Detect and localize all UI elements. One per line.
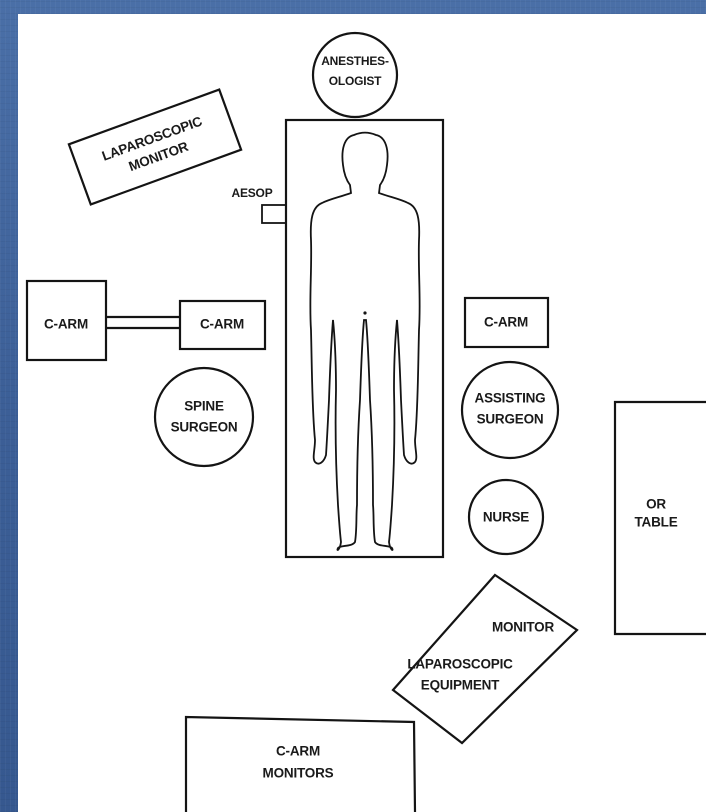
assisting-surgeon-label-2: SURGEON	[477, 412, 544, 427]
diagram-paper	[18, 14, 706, 812]
or-table-box	[613, 400, 706, 636]
spine-surgeon-label-2: SURGEON	[171, 420, 238, 435]
or-table-label-2: TABLE	[635, 515, 678, 530]
anesthesiologist-label-1: ANESTHES-	[321, 54, 389, 68]
c-arm-right-box	[463, 296, 550, 349]
laparoscopic-equipment-label-1: LAPAROSCOPIC	[407, 657, 513, 672]
monitor-label: MONITOR	[492, 620, 555, 635]
or-table: OR TABLE	[613, 400, 706, 636]
laparoscopic-equipment-diamond	[391, 573, 579, 745]
c-arm-left-assembly: C-ARM C-ARM	[25, 279, 267, 362]
aesop-label: AESOP	[231, 186, 272, 200]
assisting-surgeon-label-1: ASSISTING	[475, 391, 546, 406]
laparoscopic-monitor: LAPAROSCOPIC MONITOR	[67, 88, 243, 206]
or-table-label-1: OR	[646, 497, 666, 512]
c-arm-left-inner-label: C-ARM	[200, 317, 244, 332]
aesop-unit: AESOP	[231, 186, 287, 224]
spine-surgeon-label-1: SPINE	[184, 399, 224, 414]
c-arm-monitors-label-2: MONITORS	[263, 766, 334, 781]
spine-surgeon-station: SPINE SURGEON	[153, 366, 255, 468]
patient-navel	[363, 311, 367, 315]
aesop-box	[261, 204, 287, 224]
laparoscopic-equipment: MONITOR LAPAROSCOPIC EQUIPMENT	[391, 573, 579, 745]
patient-body-outline	[309, 131, 421, 551]
c-arm-monitors: C-ARM MONITORS	[184, 715, 417, 812]
assisting-surgeon-circle	[460, 360, 560, 460]
anesthesiologist-station: ANESTHES- OLOGIST	[311, 31, 399, 119]
laparoscopic-monitor-box	[67, 88, 243, 206]
anesthesiologist-circle	[311, 31, 399, 119]
c-arm-right-label: C-ARM	[484, 315, 528, 330]
spine-surgeon-circle	[153, 366, 255, 468]
laparoscopic-equipment-label-2: EQUIPMENT	[421, 678, 500, 693]
c-arm-left-inner-box	[178, 299, 267, 351]
c-arm-monitors-label-1: C-ARM	[276, 744, 320, 759]
nurse-station: NURSE	[467, 478, 545, 556]
c-arm-left-outer-box	[25, 279, 108, 362]
patient-table	[284, 118, 445, 559]
c-arm-left-outer-label: C-ARM	[44, 317, 88, 332]
c-arm-right: C-ARM	[463, 296, 550, 349]
assisting-surgeon-station: ASSISTING SURGEON	[460, 360, 560, 460]
c-arm-monitors-box	[184, 715, 417, 812]
nurse-label: NURSE	[483, 510, 529, 525]
anesthesiologist-label-2: OLOGIST	[329, 74, 382, 88]
nurse-circle	[467, 478, 545, 556]
